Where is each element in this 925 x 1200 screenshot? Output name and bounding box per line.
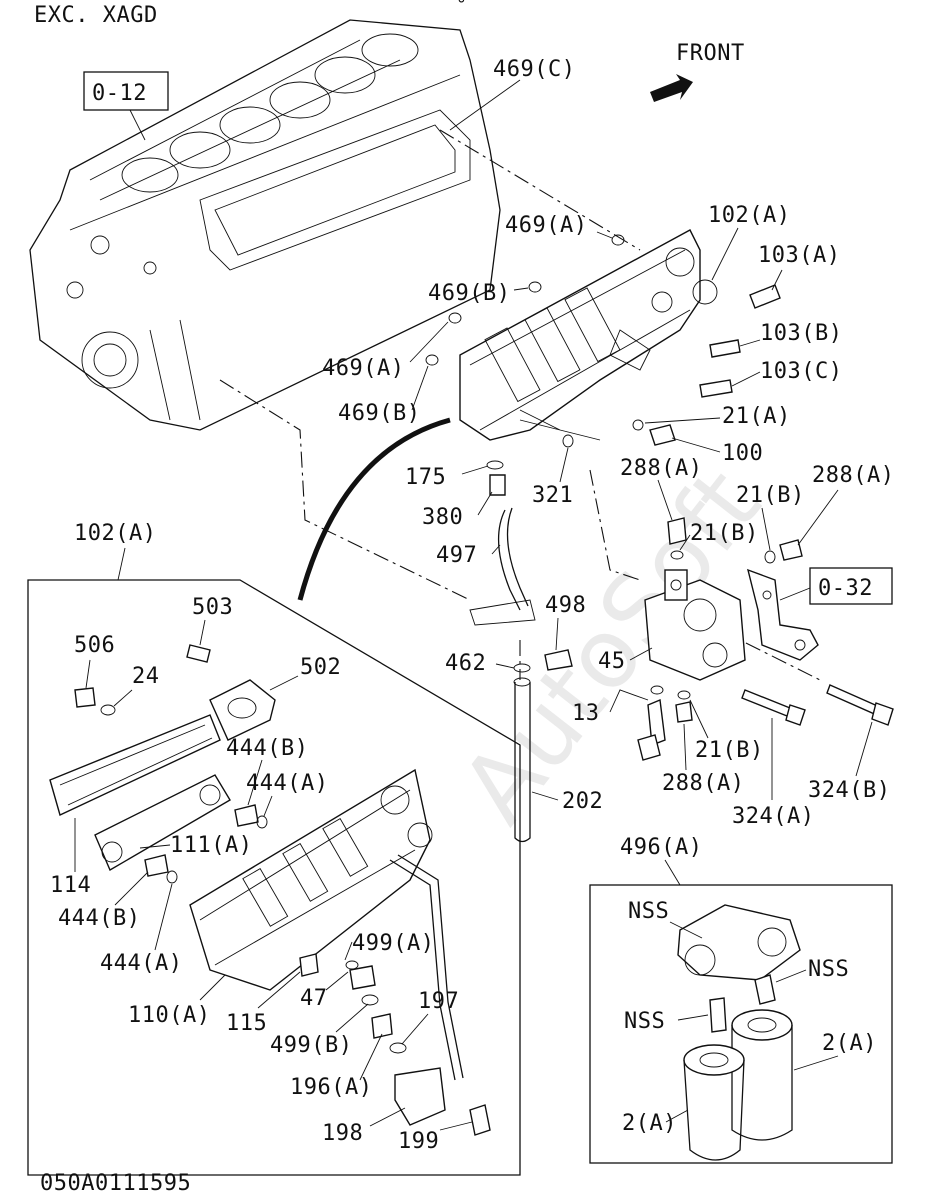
label-103b: 103(B) <box>760 321 842 346</box>
label-21a: 21(A) <box>722 404 791 429</box>
label-2a-1: 2(A) <box>822 1031 877 1056</box>
label-503: 503 <box>192 595 233 620</box>
oil-filter-head <box>644 569 746 681</box>
filter-assembly <box>677 904 801 1161</box>
front-arrow-icon <box>650 74 693 102</box>
label-2a-2: 2(A) <box>622 1111 677 1136</box>
label-469c: 469(C) <box>493 57 575 82</box>
label-462: 462 <box>445 651 486 676</box>
label-102a-top: 102(A) <box>708 203 790 228</box>
label-199: 199 <box>398 1129 439 1154</box>
label-21b-1: 21(B) <box>736 483 805 508</box>
label-21b-3: 21(B) <box>695 738 764 763</box>
label-13: 13 <box>572 701 600 726</box>
assembly-curve-arrow <box>297 417 451 601</box>
label-499a: 499(A) <box>352 931 434 956</box>
oil-cooler-assembly <box>459 229 718 441</box>
label-197: 197 <box>418 989 459 1014</box>
label-506: 506 <box>74 633 115 658</box>
label-444a-1: 444(A) <box>246 771 328 796</box>
label-24: 24 <box>132 664 160 689</box>
label-198: 198 <box>322 1121 363 1146</box>
front-label: FRONT <box>676 41 745 66</box>
detail-box-496a <box>589 884 893 1164</box>
label-469b-top: 469(B) <box>428 281 510 306</box>
label-502: 502 <box>300 655 341 680</box>
variant-label: EXC. XAGD <box>34 3 158 28</box>
label-324b: 324(B) <box>808 778 890 803</box>
detail-parts <box>49 644 491 1136</box>
label-nss-1: NSS <box>628 899 669 924</box>
label-498: 498 <box>545 593 586 618</box>
label-288a-1: 288(A) <box>620 456 702 481</box>
label-45: 45 <box>598 649 626 674</box>
ref-box-bracket <box>809 567 893 605</box>
label-496a: 496(A) <box>620 835 702 860</box>
label-469b-mid: 469(B) <box>338 401 420 426</box>
label-288a-3: 288(A) <box>662 771 744 796</box>
label-103a: 103(A) <box>758 243 840 268</box>
ref-block-label: 0-12 <box>92 81 147 106</box>
label-21b-2: 21(B) <box>690 521 759 546</box>
label-288a-2: 288(A) <box>812 463 894 488</box>
label-497: 497 <box>436 543 477 568</box>
label-444b-2: 444(B) <box>58 906 140 931</box>
ref-box-block <box>83 71 169 111</box>
label-103c: 103(C) <box>760 359 842 384</box>
ref-bracket-label: 0-32 <box>818 576 873 601</box>
label-196a: 196(A) <box>290 1075 372 1100</box>
engine-block <box>29 19 501 431</box>
label-111a: 111(A) <box>170 833 252 858</box>
label-444a-2: 444(A) <box>100 951 182 976</box>
drawing-number: 050A0111595 <box>40 1171 191 1196</box>
label-444b-1: 444(B) <box>226 736 308 761</box>
label-324a: 324(A) <box>732 804 814 829</box>
label-nss-3: NSS <box>624 1009 665 1034</box>
svg-text:°: ° <box>456 0 467 15</box>
label-202: 202 <box>562 789 603 814</box>
detail-box-102a <box>27 579 521 1176</box>
label-469a-mid: 469(A) <box>322 356 404 381</box>
label-47: 47 <box>300 986 328 1011</box>
label-115: 115 <box>226 1011 267 1036</box>
label-499b: 499(B) <box>270 1033 352 1058</box>
label-100: 100 <box>722 441 763 466</box>
label-114: 114 <box>50 873 91 898</box>
label-469a-top: 469(A) <box>505 213 587 238</box>
label-nss-2: NSS <box>808 957 849 982</box>
label-110a: 110(A) <box>128 1003 210 1028</box>
label-321: 321 <box>532 483 573 508</box>
label-102a-box: 102(A) <box>74 521 156 546</box>
label-175: 175 <box>405 465 446 490</box>
label-380: 380 <box>422 505 463 530</box>
